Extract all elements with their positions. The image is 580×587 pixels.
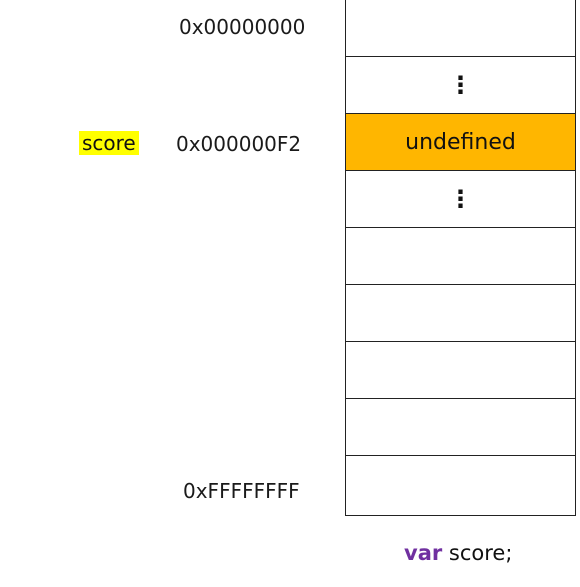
address-label-end: 0xFFFFFFFF	[183, 479, 300, 503]
memory-cell	[346, 342, 575, 399]
memory-cell	[346, 456, 575, 516]
memory-cell	[346, 399, 575, 456]
code-text: score;	[442, 541, 513, 565]
memory-table: ⋮ undefined ⋮	[345, 0, 576, 516]
address-label-start: 0x00000000	[179, 15, 306, 39]
memory-cell: ⋮	[346, 171, 575, 228]
address-label-score: 0x000000F2	[176, 132, 302, 156]
memory-cell-score: undefined	[346, 114, 575, 171]
memory-cell: ⋮	[346, 57, 575, 114]
variable-name-label: score	[79, 131, 139, 155]
memory-cell	[346, 0, 575, 57]
code-snippet: var score;	[404, 540, 512, 566]
code-keyword: var	[404, 541, 443, 565]
memory-cell	[346, 228, 575, 285]
memory-cell	[346, 285, 575, 342]
